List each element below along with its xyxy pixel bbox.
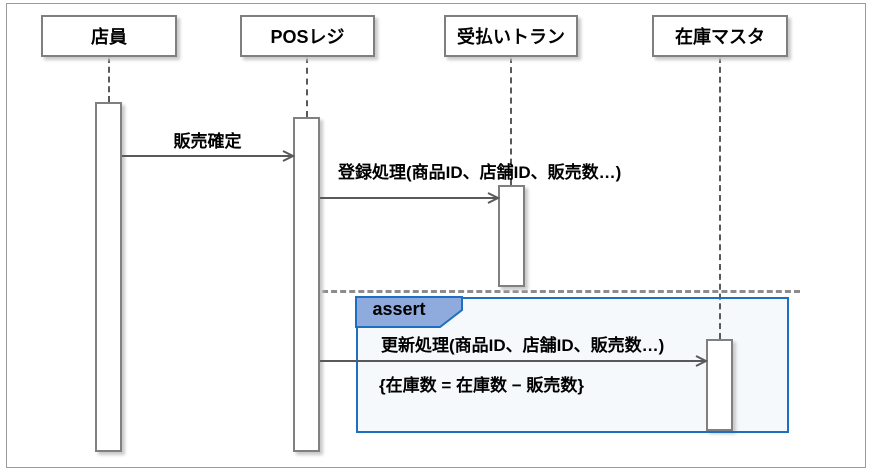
actor-box-inventory-master: 在庫マスタ — [652, 15, 788, 57]
activation-bar-clerk — [95, 102, 122, 452]
message-label-update-process: 更新処理(商品ID、店舗ID、販売数…) — [381, 336, 665, 355]
message-label-sale-confirm: 販売確定 — [173, 132, 242, 151]
assert-fragment-border — [356, 297, 789, 433]
activation-bar-inventory-master — [706, 339, 733, 431]
lifeline-payment-transaction — [510, 57, 512, 185]
separator-dashed-line — [322, 290, 800, 293]
lifeline-pos-register — [306, 57, 308, 117]
activation-bar-pos-register — [293, 117, 320, 452]
message-arrow-register-process — [320, 192, 501, 204]
constraint-label: {在庫数 = 在庫数 − 販売数} — [379, 376, 584, 395]
lifeline-clerk — [108, 57, 110, 102]
activation-bar-payment-transaction — [498, 185, 525, 287]
message-arrow-sale-confirm — [122, 150, 296, 162]
actor-box-payment-transaction: 受払いトラン — [444, 15, 578, 57]
fragment-operator-pentagon — [355, 296, 463, 328]
message-arrow-update-process — [320, 355, 709, 367]
actor-box-pos-register: POSレジ — [240, 15, 375, 57]
message-label-register-process: 登録処理(商品ID、店舗ID、販売数…) — [338, 163, 622, 182]
actor-box-clerk: 店員 — [41, 15, 177, 57]
lifeline-inventory-master — [719, 57, 721, 339]
fragment-operator-label: assert — [372, 299, 426, 319]
